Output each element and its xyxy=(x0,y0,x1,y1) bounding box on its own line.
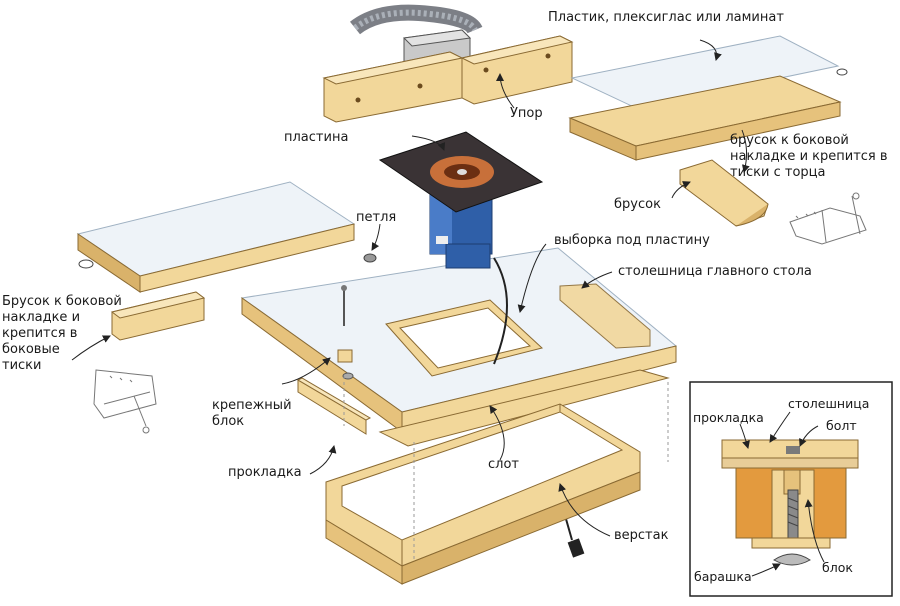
fence-left xyxy=(322,51,464,123)
label-side-bar: брусок к боковой накладке и крепится в т… xyxy=(730,133,888,180)
guide-lines xyxy=(343,376,669,560)
leader-arrows xyxy=(71,39,750,537)
left-bar xyxy=(110,291,206,341)
fence-right xyxy=(460,35,574,105)
label-workbench: верстак xyxy=(614,528,669,543)
label-mount-block: крепежный блок xyxy=(212,398,292,429)
inset-leaders xyxy=(739,411,825,577)
right-vise-sketch xyxy=(789,192,867,245)
inset-box xyxy=(689,381,893,597)
inset-label-tabletop: столешница xyxy=(788,396,870,411)
inset-label-wingnut: барашка xyxy=(694,569,752,584)
label-slot: слот xyxy=(488,457,519,472)
label-fence: Упор xyxy=(510,106,543,121)
workbench-frame xyxy=(325,403,641,585)
label-bar: брусок xyxy=(614,197,661,212)
inset-label-block: блок xyxy=(822,560,853,575)
laminate-sheet xyxy=(570,35,840,109)
dust-hose xyxy=(350,4,483,35)
label-left-bar: Брусок к боковой накладке и крепится в б… xyxy=(2,294,122,373)
right-board xyxy=(568,75,842,161)
side-bar-right xyxy=(679,159,769,227)
mounting-bolt xyxy=(337,285,354,380)
small-screw-icon xyxy=(836,68,848,76)
inset-label-spacer: прокладка xyxy=(693,410,764,425)
hinge-icon xyxy=(78,253,377,269)
label-spacer: прокладка xyxy=(228,465,302,480)
label-plastic: Пластик, плексиглас или ламинат xyxy=(548,10,784,25)
spacer-strip xyxy=(296,377,372,435)
label-plate-recess: выборка под пластину xyxy=(554,233,710,248)
inset-label-bolt: болт xyxy=(826,418,857,433)
label-main-top: столешница главного стола xyxy=(618,264,812,279)
left-vise-sketch xyxy=(93,369,157,434)
router-plate xyxy=(378,131,544,213)
label-plate: пластина xyxy=(284,130,349,145)
left-panel xyxy=(76,181,356,293)
label-hinge: петля xyxy=(356,210,397,225)
